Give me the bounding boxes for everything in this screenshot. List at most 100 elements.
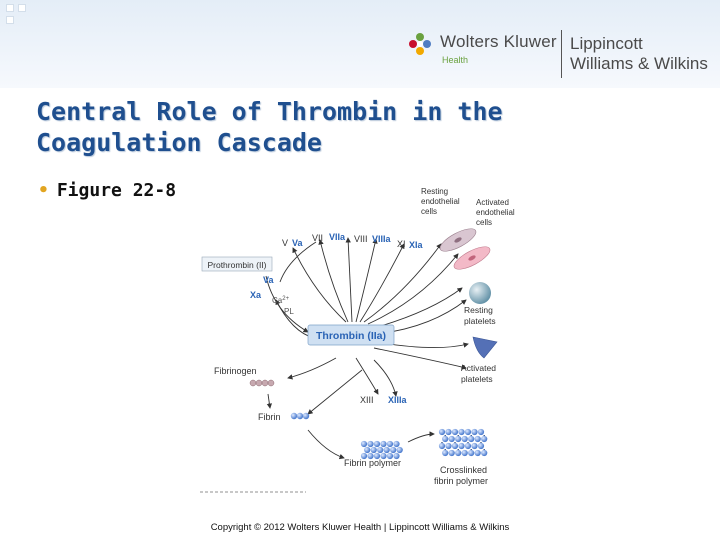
polymer-dot: [461, 449, 468, 457]
thrombin-box: [307, 324, 395, 346]
polymer-dot: [386, 452, 394, 460]
polymer-dot: [380, 440, 387, 448]
fibrin-label: Fibrin: [258, 412, 281, 422]
resting-endothelial-1: Resting: [421, 187, 448, 196]
factor-xi: XI: [397, 239, 406, 249]
polymer-dot: [442, 435, 449, 443]
resting-platelet-graphic: [469, 282, 491, 304]
factor-viii: VIII: [354, 234, 368, 244]
resting-endothelial-3: cells: [421, 207, 437, 216]
polymer-dot: [383, 446, 390, 454]
factor-xiii: XIII: [360, 395, 374, 405]
polymer-dot: [442, 449, 449, 457]
activated-endothelial-1: Activated: [476, 198, 509, 207]
thrombin-diagram: Thrombin (IIa) Prothrombin (II) V Va VII…: [200, 187, 515, 493]
polymer-dot: [360, 452, 368, 460]
polymer-dot: [377, 446, 384, 454]
factor-vii: VII: [312, 233, 323, 243]
polymer-dot: [370, 446, 377, 454]
polymer-dot: [448, 449, 455, 457]
polymer-dot: [360, 440, 368, 448]
polymer-dot: [461, 435, 468, 443]
wk-name: Wolters Kluwer: [440, 32, 557, 51]
polymer-dot: [481, 449, 488, 457]
polymer-dot: [393, 440, 400, 448]
polymer-dot: [364, 446, 371, 454]
copyright-footer: Copyright © 2012 Wolters Kluwer Health |…: [210, 522, 510, 533]
wolters-kluwer-icon: [409, 33, 431, 55]
factor-xa: Xa: [250, 290, 262, 300]
decorative-square: [6, 4, 14, 12]
resting-endothelial-2: endothelial: [421, 197, 460, 206]
fibrinogen-label: Fibrinogen: [214, 366, 257, 376]
wk-health: Health: [442, 55, 469, 65]
prothrombin-conversion: [265, 241, 317, 333]
factor-viia: VIIa: [329, 232, 346, 242]
decorative-square: [6, 16, 14, 24]
polymer-dot: [380, 452, 387, 460]
polymer-dot: [445, 442, 452, 450]
bullet-dot: •: [38, 180, 49, 201]
bullet-text: Figure 22-8: [56, 180, 177, 201]
polymer-dot: [468, 435, 475, 443]
calcium-label: Ca2+: [272, 296, 290, 305]
publisher-line2: Williams & Wilkins: [570, 54, 708, 73]
polymer-dot: [464, 428, 472, 436]
activated-endothelial-3: cells: [476, 218, 492, 227]
polymer-dot: [464, 442, 472, 450]
polymer-dot: [455, 435, 462, 443]
polymer-dot: [477, 428, 485, 436]
activated-endothelial-2: endothelial: [476, 208, 515, 217]
polymer-dot: [373, 452, 381, 460]
lippincott-logo: Lippincott Williams & Wilkins: [570, 34, 708, 74]
polymer-dot: [393, 452, 400, 460]
polymer-dot: [451, 428, 459, 436]
polymer-dot: [367, 440, 374, 448]
polymer-dot: [386, 440, 394, 448]
factor-xia: XIa: [409, 240, 424, 250]
factor-va: Va: [292, 238, 304, 248]
polymer-dot: [458, 428, 465, 436]
polymer-dot: [474, 449, 481, 457]
factor-viiia: VIIIa: [372, 234, 392, 244]
polymer-dot: [438, 442, 446, 450]
title-line1: Central Role of Thrombin in the: [36, 97, 503, 126]
activated-platelet-graphic: [472, 336, 498, 359]
polymer-dot: [373, 440, 381, 448]
crosslinked-label-1: Crosslinked: [440, 465, 487, 475]
publisher-line1: Lippincott: [570, 34, 643, 53]
polymer-dot: [481, 435, 488, 443]
prothrombin-box: [201, 256, 273, 272]
polymer-dot: [448, 435, 455, 443]
fibrin-arrows: [266, 369, 435, 460]
fibrin-chain: [290, 412, 310, 420]
factor-va-small: Va: [263, 275, 275, 285]
decorative-square: [18, 4, 26, 12]
polymer-dot: [477, 442, 485, 450]
polymer-dot: [367, 452, 374, 460]
polymer-dot: [468, 449, 475, 457]
phospholipid-label: PL: [284, 307, 294, 316]
thrombin-label: Thrombin (IIa): [316, 330, 386, 342]
resting-platelets-1: Resting: [464, 305, 493, 315]
factor-xiiia: XIIIa: [388, 395, 408, 405]
polymer-dot: [474, 435, 481, 443]
activated-platelets-1: Activated: [461, 363, 496, 373]
polymer-dot: [471, 428, 478, 436]
crosslinked-polymer-graphic: [438, 428, 488, 457]
polymer-dot: [455, 449, 462, 457]
activation-arrows: [275, 237, 469, 397]
title-line2: Coagulation Cascade: [36, 128, 322, 157]
activated-platelets-2: platelets: [461, 374, 493, 384]
polymer-dot: [445, 428, 452, 436]
fibrinogen-chain: [249, 379, 275, 387]
crosslinked-label-2: fibrin polymer: [434, 476, 488, 486]
prothrombin-label: Prothrombin (II): [207, 260, 266, 270]
factor-v: V: [282, 238, 288, 248]
endothelial-cells-graphic: [439, 228, 491, 270]
slide-title: Central Role of Thrombin in the Coagulat…: [36, 96, 636, 158]
polymer-dot: [458, 442, 465, 450]
resting-platelets-2: platelets: [464, 316, 496, 326]
bullet-item: • Figure 22-8: [38, 180, 176, 201]
polymer-dot: [471, 442, 478, 450]
